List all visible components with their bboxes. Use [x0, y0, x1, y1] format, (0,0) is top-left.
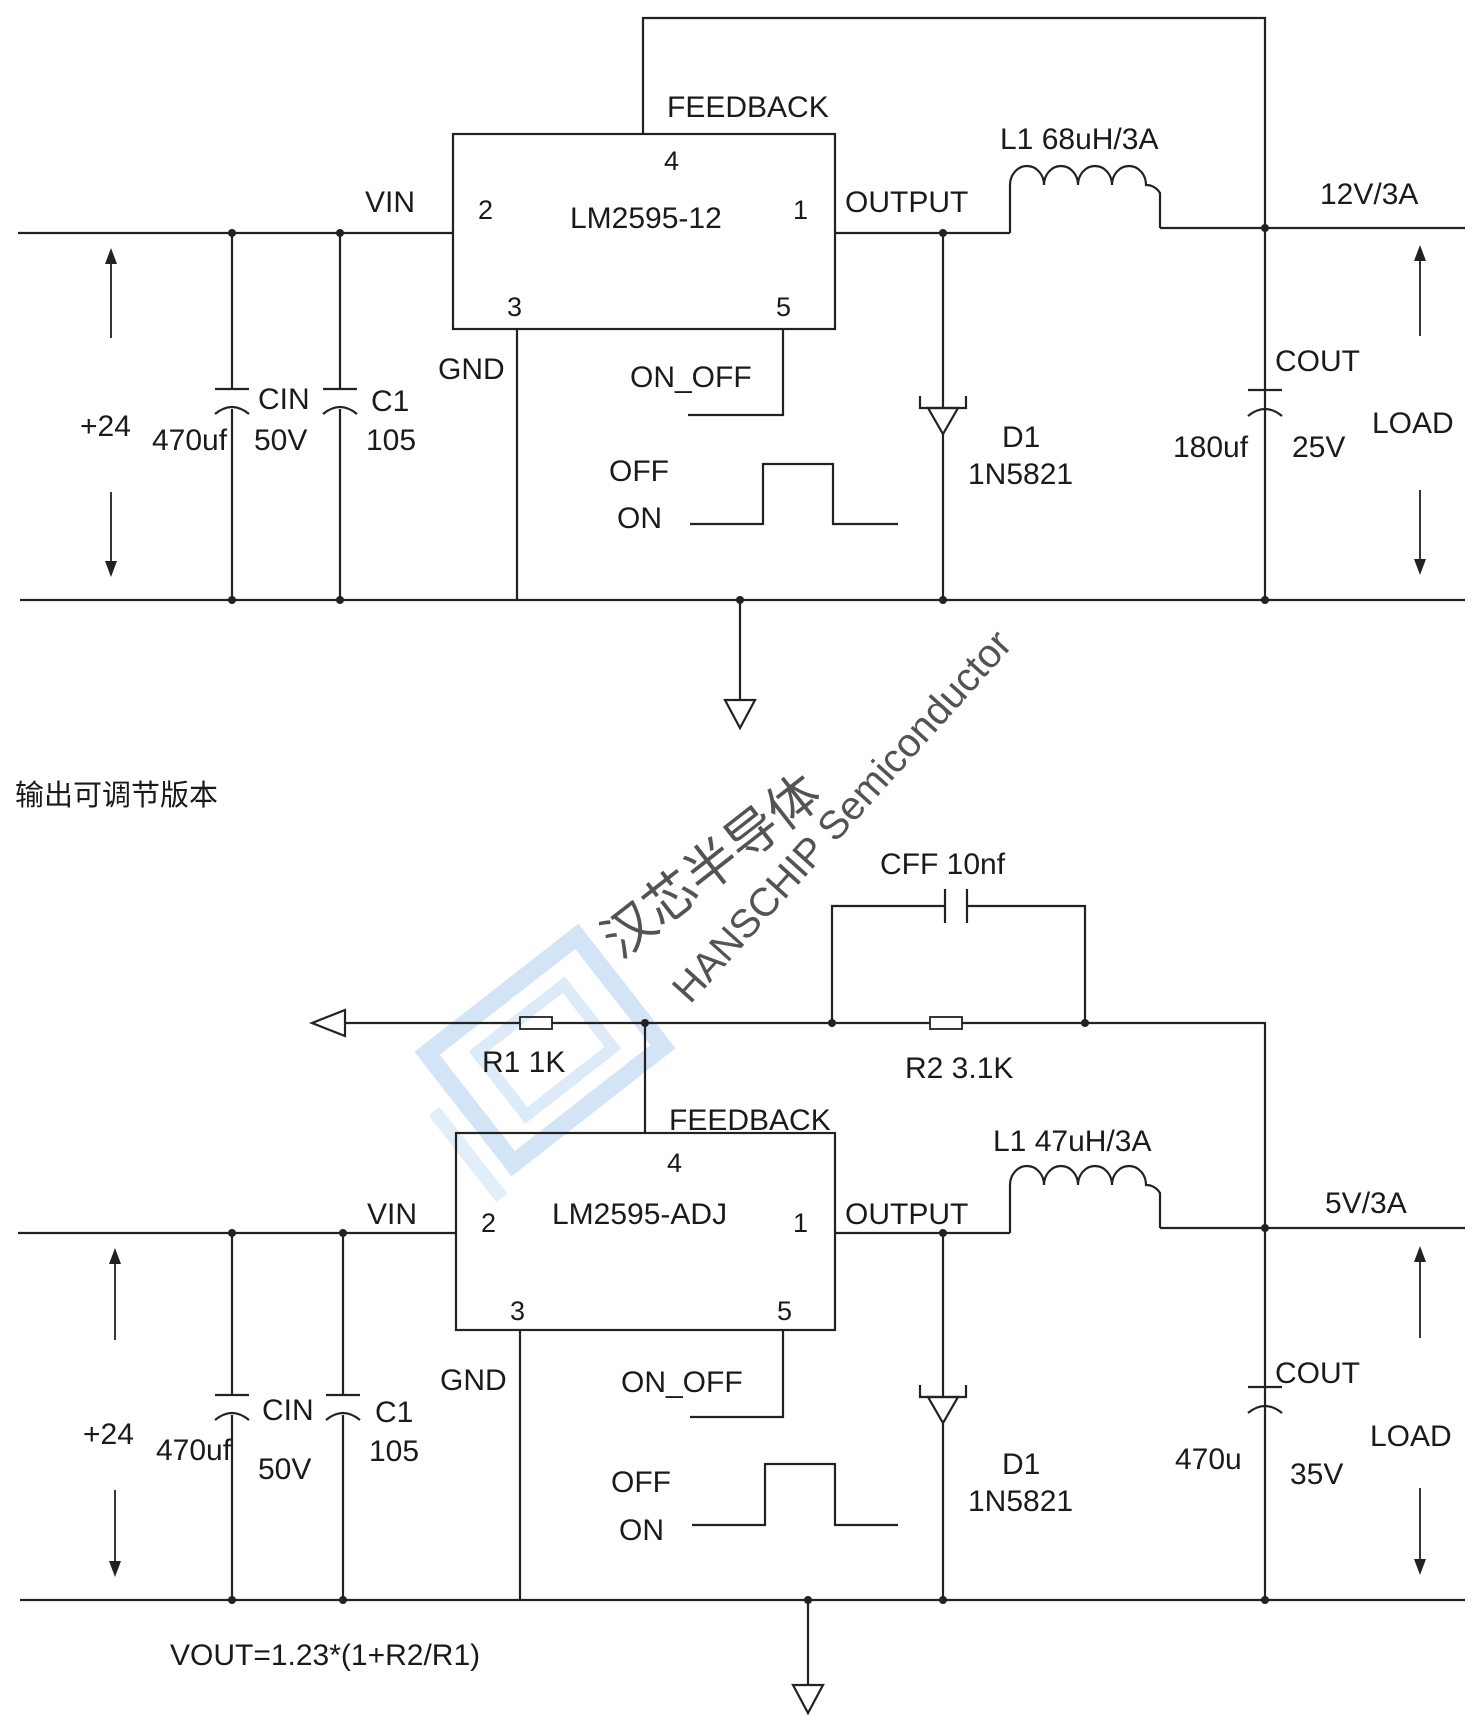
inductor-label: L1 68uH/3A [1000, 123, 1158, 156]
output-label: OUTPUT [845, 186, 968, 219]
chip-pin-3: 3 [507, 292, 522, 322]
inductor-label: L1 47uH/3A [993, 1125, 1151, 1158]
on-off-label: ON_OFF [621, 1366, 743, 1399]
cin-voltage-label: 50V [258, 1453, 311, 1486]
input-voltage-label: +24 [83, 1418, 134, 1451]
vin-label: VIN [367, 1198, 417, 1231]
feedback-output-arrow [308, 1008, 347, 1038]
feedback-label: FEEDBACK [667, 91, 829, 124]
load-label: LOAD [1372, 407, 1454, 440]
cout-name-label: COUT [1275, 1357, 1360, 1390]
watermark-en: HANSCHIP Semiconductor [664, 622, 1020, 1011]
diode-d1 [918, 1385, 968, 1426]
cout-voltage-label: 35V [1290, 1458, 1343, 1491]
chip-pin-4: 4 [667, 1148, 682, 1178]
cin-value-label: 470uf [152, 424, 228, 457]
circuit-fixed-12v: FEEDBACK 4 2 LM2595-12 1 3 5 VIN OUTPUT … [18, 16, 1465, 731]
chip-pin-2: 2 [478, 195, 493, 225]
chip-pin-3: 3 [510, 1296, 525, 1326]
on-off-label: ON_OFF [630, 361, 752, 394]
resistor-r2 [929, 1016, 963, 1030]
cin-value-label: 470uf [156, 1434, 232, 1467]
diode-part-label: 1N5821 [968, 1485, 1073, 1518]
cin-voltage-label: 50V [254, 424, 307, 457]
load-arrow [1414, 1246, 1426, 1575]
cout-value-label: 180uf [1173, 431, 1249, 464]
capacitor-cout [1247, 388, 1283, 417]
inductor-l1 [1008, 164, 1162, 233]
vin-label: VIN [365, 186, 415, 219]
capacitor-cout [1247, 1385, 1283, 1414]
diode-d1 [918, 396, 968, 437]
resistor-r1 [519, 1016, 553, 1030]
diode-name-label: D1 [1002, 421, 1040, 454]
output-voltage-label: 12V/3A [1320, 178, 1418, 211]
chip-name: LM2595-ADJ [552, 1198, 727, 1231]
cin-name-label: CIN [262, 1394, 314, 1427]
on-label: ON [617, 502, 662, 535]
inductor-l1 [1008, 1164, 1162, 1233]
chip-lm2595-adj [454, 1131, 837, 1332]
formula-label: VOUT=1.23*(1+R2/R1) [170, 1639, 480, 1672]
ground-symbol [723, 698, 757, 731]
c1-name-label: C1 [371, 385, 409, 418]
capacitor-c1 [325, 1393, 361, 1421]
c1-value-label: 105 [369, 1435, 419, 1468]
load-label: LOAD [1370, 1420, 1452, 1453]
ground-symbol [791, 1683, 825, 1716]
chip-pin-1: 1 [793, 1208, 808, 1238]
section-heading: 输出可调节版本 [15, 779, 218, 812]
capacitor-cff [943, 889, 969, 923]
r1-label: R1 1K [482, 1046, 565, 1079]
on-off-waveform [692, 1462, 898, 1527]
output-label: OUTPUT [845, 1198, 968, 1231]
capacitor-cin [214, 1393, 250, 1421]
feedback-label: FEEDBACK [669, 1104, 831, 1137]
input-voltage-arrow [109, 1248, 121, 1577]
capacitor-cin [214, 387, 250, 415]
chip-lm2595-12 [451, 132, 837, 331]
junction-dots [228, 1019, 1269, 1604]
input-voltage-label: +24 [80, 410, 131, 443]
on-off-waveform [690, 462, 898, 526]
off-label: OFF [609, 455, 669, 488]
chip-pin-5: 5 [776, 292, 791, 322]
cout-name-label: COUT [1275, 345, 1360, 378]
c1-name-label: C1 [375, 1396, 413, 1429]
cin-name-label: CIN [258, 383, 310, 416]
chip-pin-5: 5 [777, 1296, 792, 1326]
output-voltage-label: 5V/3A [1325, 1187, 1407, 1220]
circuit-adjustable: CFF 10nf R1 1K R2 3.1K FEEDBACK 4 2 LM25… [18, 848, 1465, 1716]
chip-pin-2: 2 [481, 1208, 496, 1238]
junction-dots [228, 224, 1269, 604]
chip-pin-1: 1 [793, 195, 808, 225]
capacitor-c1 [322, 387, 358, 415]
cff-label: CFF 10nf [880, 848, 1006, 881]
chip-pin-4: 4 [664, 146, 679, 176]
load-arrow [1414, 245, 1426, 575]
c1-value-label: 105 [366, 424, 416, 457]
input-voltage-arrow [105, 248, 117, 577]
r2-label: R2 3.1K [905, 1052, 1013, 1085]
chip-name: LM2595-12 [570, 202, 722, 235]
cout-value-label: 470u [1175, 1443, 1242, 1476]
gnd-label: GND [438, 353, 505, 386]
off-label: OFF [611, 1466, 671, 1499]
on-label: ON [619, 1514, 664, 1547]
cout-voltage-label: 25V [1292, 431, 1345, 464]
diode-name-label: D1 [1002, 1448, 1040, 1481]
diode-part-label: 1N5821 [968, 458, 1073, 491]
gnd-label: GND [440, 1364, 507, 1397]
